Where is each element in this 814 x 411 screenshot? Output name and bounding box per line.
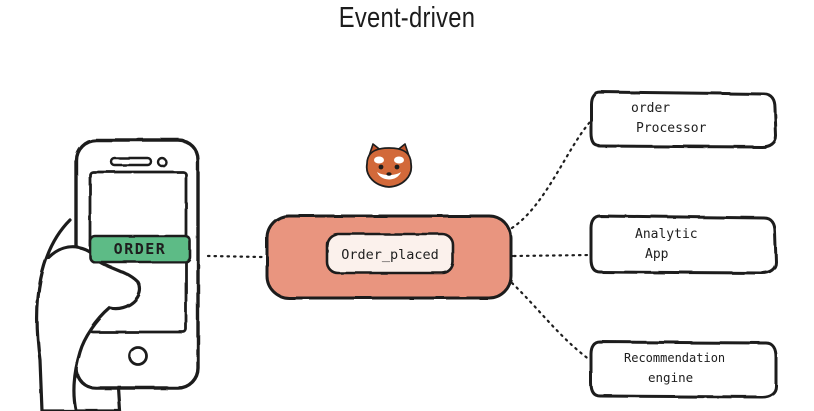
consumer-recommendation-engine: Recommendation engine <box>589 340 778 399</box>
consumer-connectors <box>510 120 592 362</box>
consumer-order-processor: order Processor <box>589 90 778 149</box>
diagram-title: Event-driven <box>338 2 476 34</box>
consumer-analytic-app-line1: Analytic <box>635 227 698 242</box>
consumer-recommendation-engine-line2: engine <box>648 370 693 385</box>
order-button-label: ORDER <box>114 240 167 258</box>
connector-broker-analytic-app <box>512 253 592 258</box>
connector-broker-recommendation <box>510 281 592 362</box>
connector-broker-order-processor <box>510 120 592 230</box>
consumer-analytic-app: Analytic App <box>589 214 778 275</box>
consumer-analytic-app-line2: App <box>645 247 669 262</box>
event-label: Order_placed <box>341 247 439 263</box>
order-button[interactable] <box>88 234 192 264</box>
consumer-order-processor-line2: Processor <box>636 121 707 136</box>
connector-phone-broker <box>206 254 264 259</box>
red-panda-icon <box>365 143 413 188</box>
consumer-recommendation-engine-line1: Recommendation <box>624 351 725 365</box>
event-order-placed <box>325 232 455 275</box>
consumer-order-processor-line1: order <box>631 101 670 116</box>
phone-with-hand <box>35 138 200 411</box>
